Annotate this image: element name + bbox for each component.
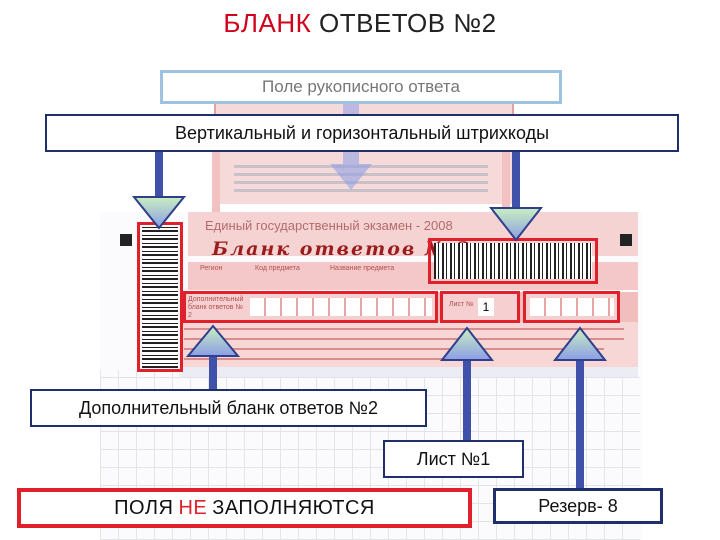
vertical-barcode — [142, 226, 178, 368]
arrow-sheet-number — [439, 326, 495, 442]
reserve-cells — [530, 298, 614, 316]
arrow-horizontal-barcode — [488, 152, 544, 242]
sheet-number-label: Лист № — [449, 301, 474, 308]
fields-post-text: ЗАПОЛНЯЮТСЯ — [212, 496, 375, 519]
region-label: Регион — [200, 265, 223, 272]
form-title: Бланк ответов № 2 — [212, 238, 472, 260]
arrow-reserve — [552, 326, 608, 490]
sheet-label: Лист №1 — [383, 440, 524, 478]
sheet-number-value: 1 — [478, 298, 494, 316]
instruction-line — [184, 338, 624, 340]
instruction-line — [184, 358, 484, 360]
instruction-line — [184, 328, 624, 330]
fields-not-filled-label: ПОЛЯ НЕ ЗАПОЛНЯЮТСЯ — [17, 488, 472, 528]
horizontal-barcode-highlight — [428, 238, 598, 284]
subject-code-label: Код предмета — [255, 265, 300, 272]
form-header-text: Единый государственный экзамен - 2008 — [205, 218, 453, 233]
fields-pre-text: ПОЛЯ — [114, 496, 174, 519]
page-title: БЛАНК ОТВЕТОВ №2 — [0, 8, 720, 39]
extra-blank-field-label: Дополнительный бланк ответов № 2 — [188, 296, 244, 319]
fields-not-text: НЕ — [178, 496, 208, 519]
corner-marker — [120, 234, 132, 246]
arrow-vertical-barcode — [131, 152, 187, 230]
form-footer-bar — [180, 367, 638, 377]
handwritten-field-label: Поле рукописного ответа — [160, 70, 562, 104]
barcodes-label: Вертикальный и горизонтальный штрихкоды — [45, 114, 679, 152]
instruction-line — [184, 348, 604, 350]
form-text-line — [234, 181, 488, 184]
title-part-2: ОТВЕТОВ №2 — [318, 8, 497, 38]
corner-marker — [620, 234, 632, 246]
form-border-left — [212, 152, 220, 212]
horizontal-barcode — [434, 243, 592, 279]
form-text-line — [234, 189, 488, 192]
title-part-1: БЛАНК — [223, 8, 312, 38]
arrow-extra-blank — [185, 324, 241, 390]
subject-name-label: Название предмета — [330, 265, 395, 272]
reserve-label: Резерв- 8 — [493, 488, 663, 524]
form-border-right — [502, 152, 510, 212]
extra-blank-label: Дополнительный бланк ответов №2 — [30, 389, 427, 427]
extra-blank-cells — [250, 298, 432, 316]
